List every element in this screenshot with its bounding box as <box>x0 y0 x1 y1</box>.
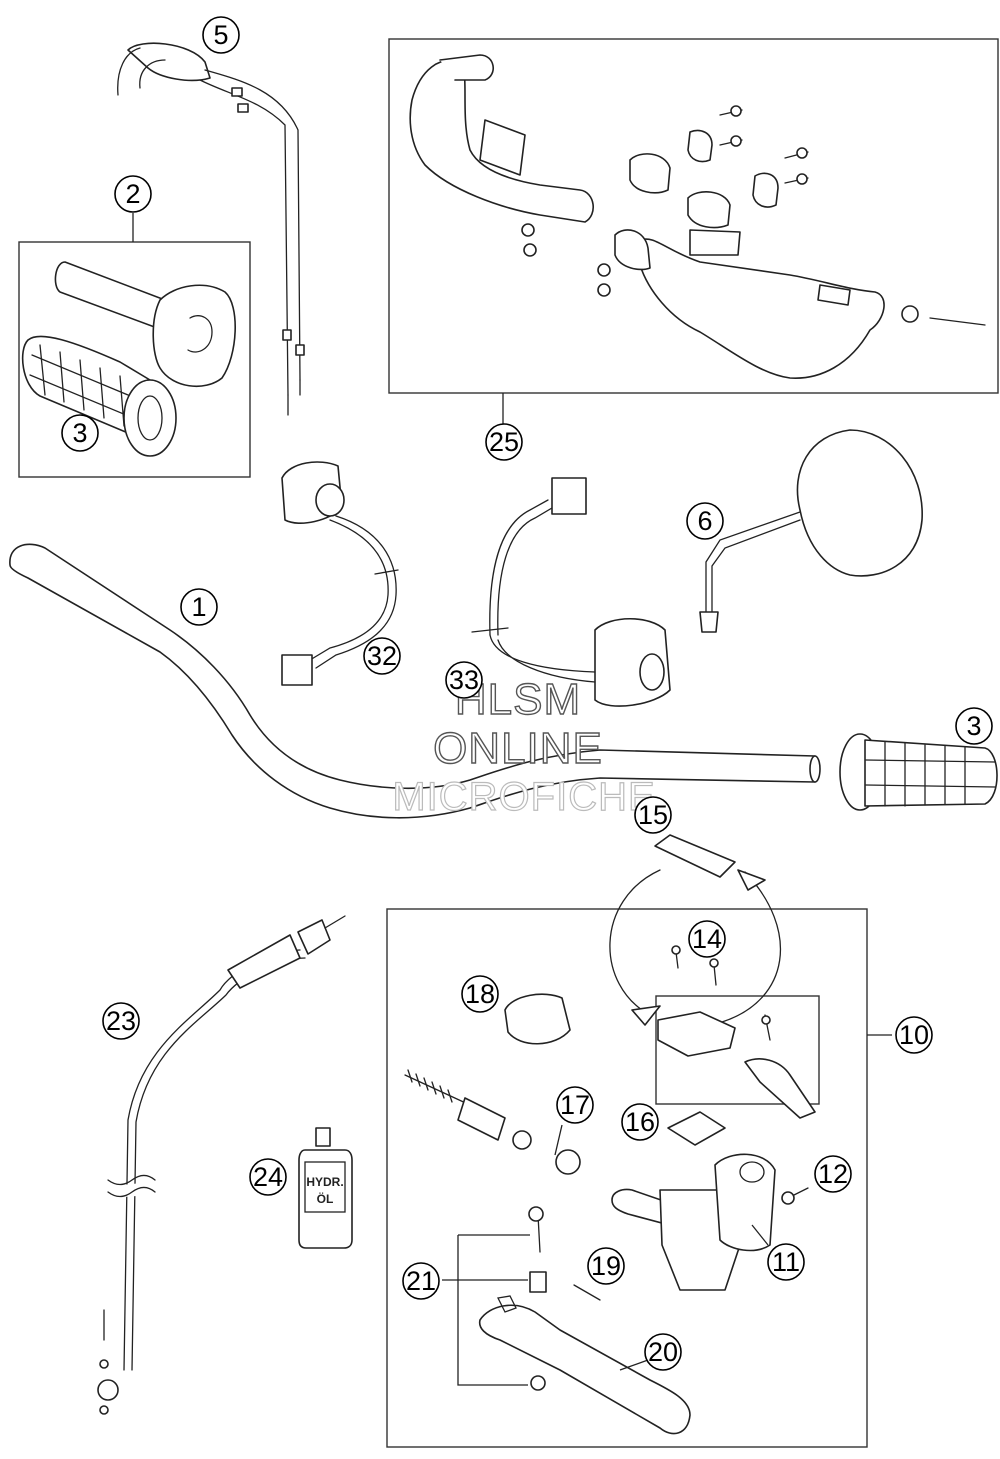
svg-text:15: 15 <box>638 800 668 830</box>
svg-text:24: 24 <box>253 1162 283 1192</box>
svg-text:14: 14 <box>692 924 722 954</box>
bottle-label-line1: HYDR. <box>306 1175 343 1189</box>
group-box-10 <box>386 908 868 1448</box>
throttle-tube <box>54 261 236 387</box>
callout-17: 17 <box>556 1086 594 1124</box>
kill-switch <box>281 461 399 686</box>
callout-24: 24 <box>249 1158 287 1196</box>
svg-text:12: 12 <box>818 1159 848 1189</box>
svg-text:20: 20 <box>648 1337 678 1367</box>
lever-assembly <box>478 1206 691 1435</box>
callout-19: 19 <box>587 1247 625 1285</box>
callout-32: 32 <box>363 637 401 675</box>
callout-18: 18 <box>461 975 499 1013</box>
callout-2: 2 <box>114 175 152 213</box>
part-16 <box>667 1111 726 1146</box>
hydraulic-hose <box>97 915 346 1415</box>
leader-lines <box>132 213 892 1386</box>
svg-text:16: 16 <box>625 1107 655 1137</box>
svg-text:32: 32 <box>367 641 397 671</box>
callout-23: 23 <box>102 1002 140 1040</box>
callout-6: 6 <box>686 502 724 540</box>
svg-text:21: 21 <box>406 1266 436 1296</box>
svg-text:18: 18 <box>465 979 495 1009</box>
svg-text:3: 3 <box>72 418 87 448</box>
callout-11: 11 <box>767 1243 805 1281</box>
grip-left <box>21 335 177 457</box>
master-cylinder-housing <box>611 1153 776 1291</box>
part-18-clamp <box>504 993 571 1045</box>
group-box-25 <box>388 38 999 394</box>
mirror <box>699 429 923 633</box>
bottle-label-line2: ÖL <box>317 1191 334 1206</box>
hydraulic-oil-bottle: HYDR. ÖL <box>298 1127 353 1249</box>
svg-text:5: 5 <box>213 20 228 50</box>
callout-5: 5 <box>202 16 240 54</box>
svg-text:6: 6 <box>697 506 712 536</box>
handguard-kit <box>409 54 986 379</box>
callout-16: 16 <box>621 1103 659 1141</box>
watermark-line-2: ONLINE <box>433 724 603 773</box>
screws-14 <box>671 945 719 986</box>
callout-33: 33 <box>445 661 483 699</box>
svg-text:23: 23 <box>106 1006 136 1036</box>
bolt-12 <box>781 1187 809 1205</box>
callout-3-left: 3 <box>61 414 99 452</box>
svg-text:33: 33 <box>449 665 479 695</box>
group-box-14 <box>655 995 820 1105</box>
grip-right <box>839 733 998 811</box>
piston-assembly <box>404 1069 581 1175</box>
svg-text:10: 10 <box>899 1020 929 1050</box>
callout-3-right: 3 <box>955 707 993 745</box>
callout-25: 25 <box>485 423 523 461</box>
svg-text:1: 1 <box>191 592 206 622</box>
callout-12: 12 <box>814 1155 852 1193</box>
svg-text:3: 3 <box>966 711 981 741</box>
callout-14: 14 <box>688 920 726 958</box>
throttle-cable-assembly <box>117 42 305 416</box>
light-switch <box>471 477 671 707</box>
callout-15: 15 <box>634 796 672 834</box>
svg-text:19: 19 <box>591 1251 621 1281</box>
svg-text:11: 11 <box>772 1247 800 1277</box>
group-box-2 <box>18 241 251 478</box>
svg-text:2: 2 <box>125 179 140 209</box>
clutch-master-cylinder <box>657 1011 816 1119</box>
watermark-line-3: MICROFICHE <box>392 775 655 819</box>
svg-text:25: 25 <box>489 427 519 457</box>
callout-10: 10 <box>895 1016 933 1054</box>
callout-1: 1 <box>180 588 218 626</box>
handlebar <box>9 543 821 819</box>
callout-20: 20 <box>644 1333 682 1371</box>
svg-text:17: 17 <box>560 1090 590 1120</box>
callout-21: 21 <box>402 1262 440 1300</box>
reservoir-cover <box>609 834 781 1026</box>
